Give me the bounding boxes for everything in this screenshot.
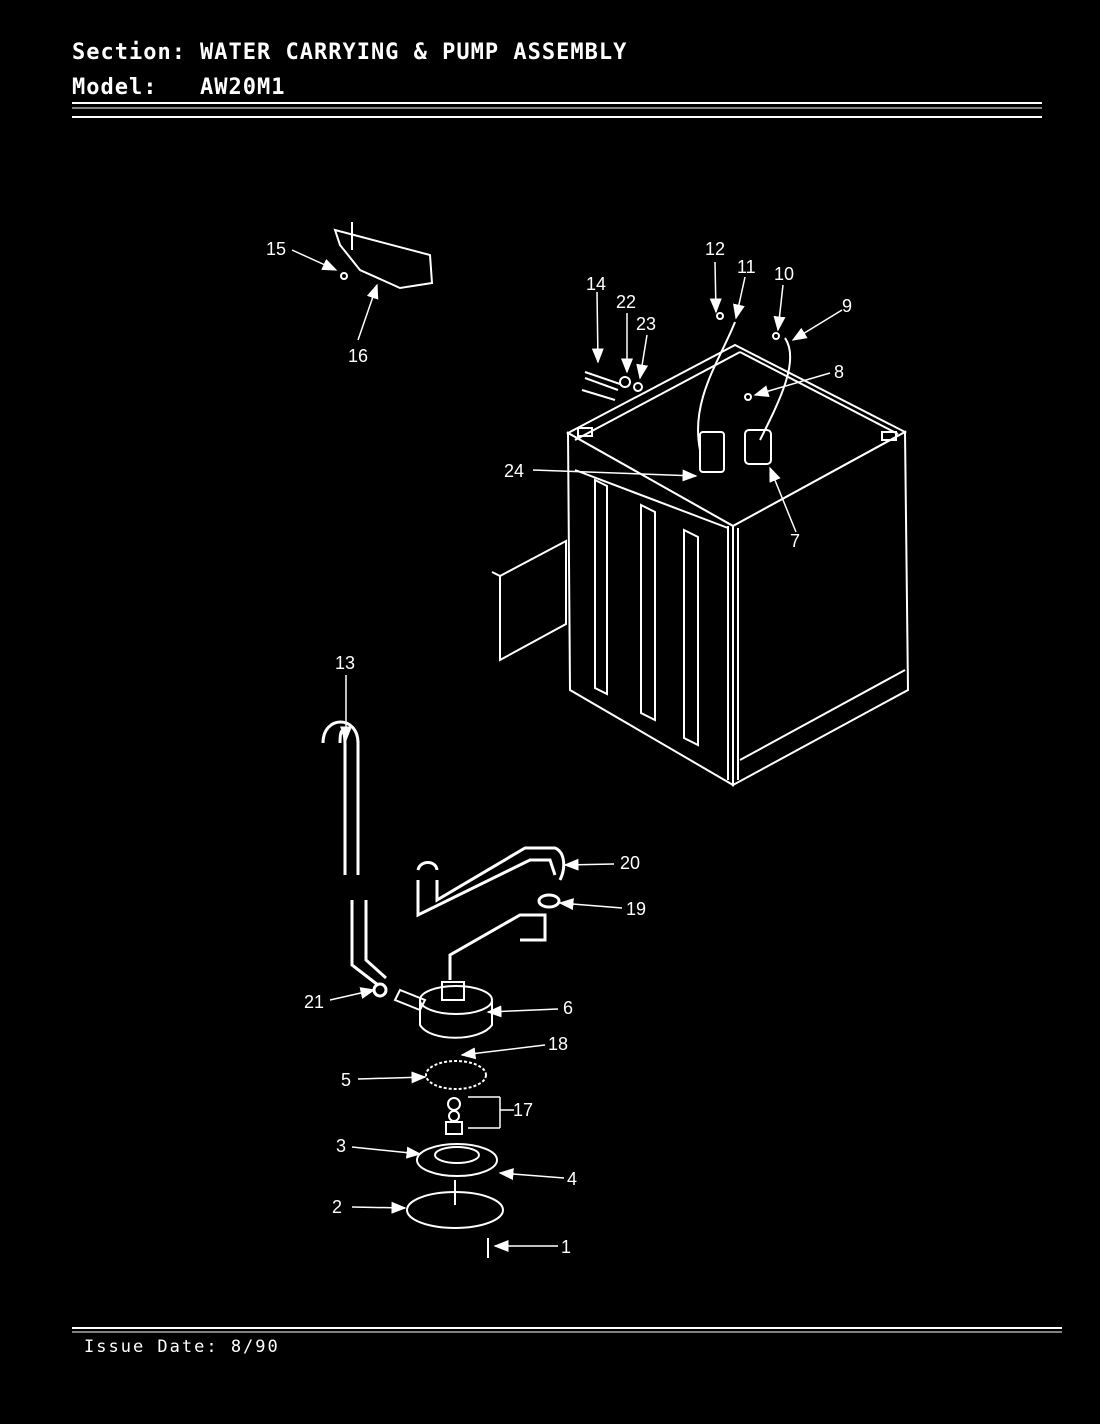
callout-19: 19 <box>626 899 646 919</box>
callout-24: 24 <box>504 461 524 481</box>
rear-panel <box>491 539 567 662</box>
model-heading: Model: AW20M1 <box>72 75 285 100</box>
washer-cabinet <box>565 343 910 787</box>
section-label: Section: <box>72 40 186 65</box>
section-title: WATER CARRYING & PUMP ASSEMBLY <box>200 40 628 65</box>
callout-5: 5 <box>341 1070 351 1090</box>
callout-2: 2 <box>332 1197 342 1217</box>
mounting-bracket <box>333 222 434 290</box>
callout-22: 22 <box>616 292 636 312</box>
callout-17: 17 <box>513 1100 533 1120</box>
callout-14: 14 <box>586 274 606 294</box>
callout-15: 15 <box>266 239 286 259</box>
section-heading: Section: WATER CARRYING & PUMP ASSEMBLY <box>72 40 627 65</box>
callout-1: 1 <box>561 1237 571 1257</box>
callout-numbers: 1 2 3 4 5 6 7 8 9 10 11 12 13 14 15 16 1… <box>266 239 852 1257</box>
footer-rule <box>72 1327 1062 1333</box>
callout-10: 10 <box>774 264 794 284</box>
header-rules <box>72 102 1042 118</box>
callout-6: 6 <box>563 998 573 1018</box>
water-valve-assembly <box>581 312 792 473</box>
callout-16: 16 <box>348 346 368 366</box>
callout-leaders <box>291 249 843 1252</box>
callout-9: 9 <box>842 296 852 316</box>
callout-18: 18 <box>548 1034 568 1054</box>
pump-assembly <box>393 981 504 1258</box>
issue-date: Issue Date: 8/90 <box>84 1337 280 1357</box>
callout-3: 3 <box>336 1136 346 1156</box>
callout-13: 13 <box>335 653 355 673</box>
callout-21: 21 <box>304 992 324 1012</box>
callout-4: 4 <box>567 1169 577 1189</box>
model-label: Model: <box>72 75 158 100</box>
callout-23: 23 <box>636 314 656 334</box>
callout-12: 12 <box>705 239 725 259</box>
callout-7: 7 <box>790 531 800 551</box>
callout-20: 20 <box>620 853 640 873</box>
drain-hose <box>321 720 388 998</box>
callout-11: 11 <box>737 257 756 277</box>
pump-hose <box>416 846 566 980</box>
model-number: AW20M1 <box>200 75 286 100</box>
callout-8: 8 <box>834 362 844 382</box>
